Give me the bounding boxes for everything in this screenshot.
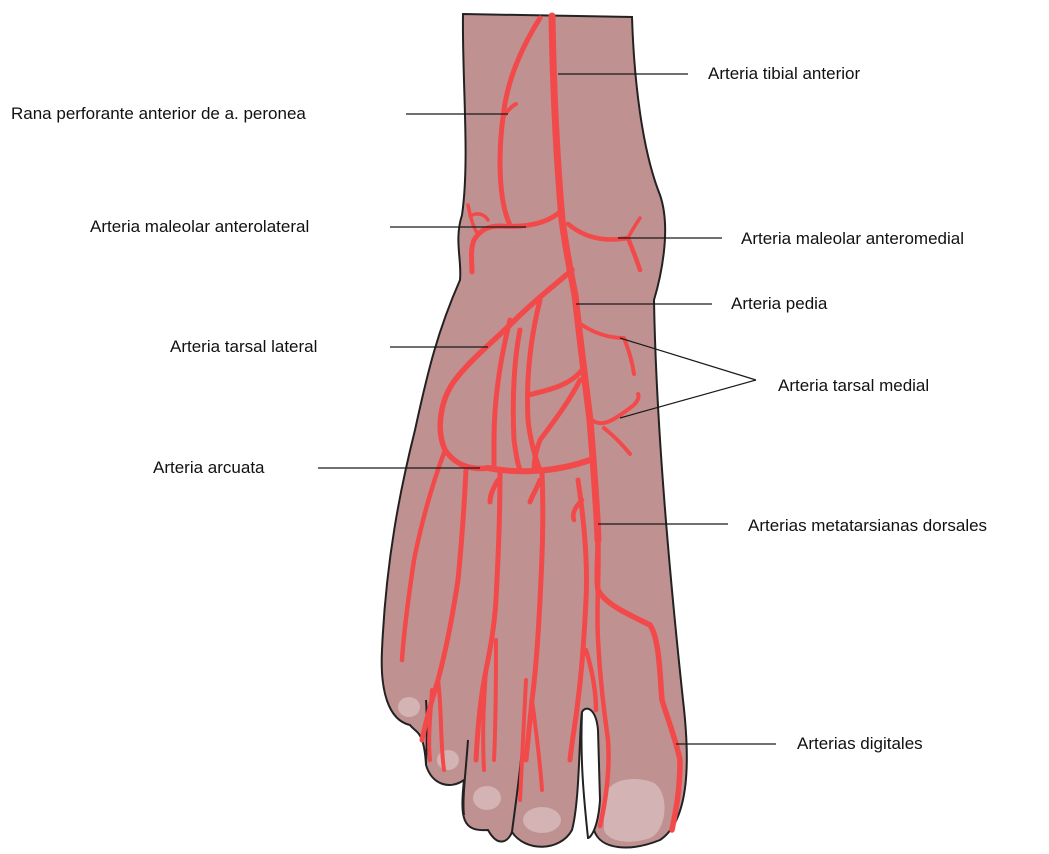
label-digitales: Arterias digitales	[797, 734, 923, 754]
nail-toe-5	[398, 697, 420, 717]
label-arcuata: Arteria arcuata	[153, 458, 265, 478]
nail-big-toe	[604, 779, 665, 842]
label-metatarsianas: Arterias metatarsianas dorsales	[748, 516, 987, 536]
nail-toe-3	[473, 786, 501, 810]
label-pedia: Arteria pedia	[731, 294, 827, 314]
label-maleolar-anteromedial: Arteria maleolar anteromedial	[741, 229, 964, 249]
label-perforante: Rana perforante anterior de a. peronea	[11, 104, 306, 124]
nail-toe-2	[523, 807, 561, 833]
label-tibial-anterior: Arteria tibial anterior	[708, 64, 860, 84]
label-tarsal-lateral: Arteria tarsal lateral	[170, 337, 317, 357]
toe-gap-big	[581, 709, 600, 838]
nail-toe-4	[437, 750, 459, 770]
label-tarsal-medial: Arteria tarsal medial	[778, 376, 929, 396]
label-maleolar-anterolateral: Arteria maleolar anterolateral	[90, 217, 309, 237]
